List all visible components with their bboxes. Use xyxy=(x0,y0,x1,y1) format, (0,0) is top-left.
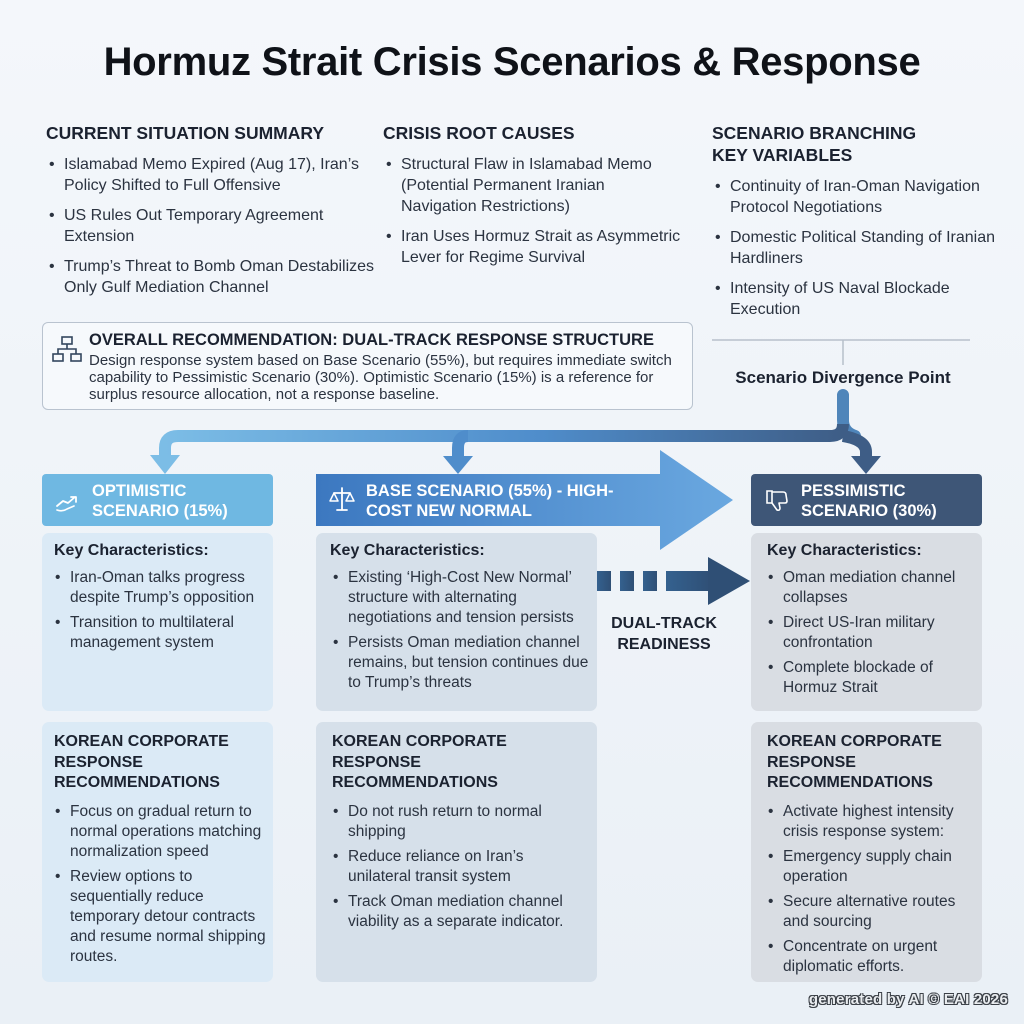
list-item: Reduce reliance on Iran’s unilateral tra… xyxy=(330,847,575,887)
hierarchy-icon xyxy=(52,336,82,362)
list-item: Existing ‘High-Cost New Normal’ structur… xyxy=(330,568,592,628)
list-item: Persists Oman mediation channel remains,… xyxy=(330,633,592,693)
optimistic-banner-label: OPTIMISTIC SCENARIO (15%) xyxy=(92,482,228,520)
response-list: Activate highest intensity crisis respon… xyxy=(765,802,977,982)
base-arrow-head xyxy=(443,456,473,474)
pessimistic-arrow-head xyxy=(851,456,881,474)
response-title: KOREAN CORPORATE RESPONSE RECOMMENDATION… xyxy=(332,733,507,791)
dash-segment xyxy=(597,571,611,591)
scales-icon xyxy=(329,487,355,511)
list-item: Trump’s Threat to Bomb Oman Destabilizes… xyxy=(46,256,381,298)
pessimistic-branch xyxy=(841,430,872,458)
list-item: Iran-Oman talks progress despite Trump’s… xyxy=(52,568,267,608)
key-variables-section: SCENARIO BRANCHING KEY VARIABLES Continu… xyxy=(712,122,997,329)
characteristics-list: Iran-Oman talks progress despite Trump’s… xyxy=(52,568,267,658)
characteristics-list: Oman mediation channel collapses Direct … xyxy=(765,568,977,703)
list-item: Domestic Political Standing of Iranian H… xyxy=(712,227,997,269)
overall-recommendation-box: OVERALL RECOMMENDATION: DUAL-TRACK RESPO… xyxy=(42,322,693,410)
list-item: Continuity of Iran-Oman Navigation Proto… xyxy=(712,176,997,218)
root-causes-section: CRISIS ROOT CAUSES Structural Flaw in Is… xyxy=(383,122,683,277)
list-item: Intensity of US Naval Blockade Execution xyxy=(712,278,997,320)
dash-segment xyxy=(643,571,657,591)
list-item: Structural Flaw in Islamabad Memo (Poten… xyxy=(383,154,683,217)
response-title: KOREAN CORPORATE RESPONSE RECOMMENDATION… xyxy=(767,733,942,791)
handshake-icon xyxy=(56,496,77,512)
list-item: US Rules Out Temporary Agreement Extensi… xyxy=(46,205,381,247)
response-list: Do not rush return to normal shipping Re… xyxy=(330,802,575,937)
list-item: Focus on gradual return to normal operat… xyxy=(52,802,267,862)
list-item: Do not rush return to normal shipping xyxy=(330,802,575,842)
branch-line xyxy=(159,423,849,465)
recommendation-title: OVERALL RECOMMENDATION: DUAL-TRACK RESPO… xyxy=(89,331,654,349)
key-variables-heading: SCENARIO BRANCHING KEY VARIABLES xyxy=(712,123,917,165)
characteristics-title: Key Characteristics: xyxy=(330,542,485,559)
optimistic-arrow-head xyxy=(150,455,180,474)
thumbs-down-icon xyxy=(766,490,788,512)
page-title: Hormuz Strait Crisis Scenarios & Respons… xyxy=(103,40,921,84)
response-list: Focus on gradual return to normal operat… xyxy=(52,802,267,972)
current-situation-list: Islamabad Memo Expired (Aug 17), Iran’s … xyxy=(46,154,381,298)
optimistic-response-panel: KOREAN CORPORATE RESPONSE RECOMMENDATION… xyxy=(42,722,273,982)
key-variables-list: Continuity of Iran-Oman Navigation Proto… xyxy=(712,176,997,320)
pessimistic-response-panel: KOREAN CORPORATE RESPONSE RECOMMENDATION… xyxy=(751,722,982,982)
list-item: Transition to multilateral management sy… xyxy=(52,613,267,653)
dash-segment xyxy=(666,571,712,591)
root-causes-list: Structural Flaw in Islamabad Memo (Poten… xyxy=(383,154,683,268)
list-item: Activate highest intensity crisis respon… xyxy=(765,802,977,842)
list-item: Direct US-Iran military confrontation xyxy=(765,613,977,653)
optimistic-banner: OPTIMISTIC SCENARIO (15%) xyxy=(42,474,273,526)
list-item: Iran Uses Hormuz Strait as Asymmetric Le… xyxy=(383,226,683,268)
list-item: Islamabad Memo Expired (Aug 17), Iran’s … xyxy=(46,154,381,196)
base-branch xyxy=(452,430,469,458)
list-item: Emergency supply chain operation xyxy=(765,847,977,887)
dash-segment xyxy=(620,571,634,591)
root-causes-heading: CRISIS ROOT CAUSES xyxy=(383,123,575,143)
credit-watermark: generated by AI © EAI 2026 xyxy=(808,991,1008,1008)
current-situation-heading: CURRENT SITUATION SUMMARY xyxy=(46,123,325,143)
list-item: Secure alternative routes and sourcing xyxy=(765,892,977,932)
base-banner-label: BASE SCENARIO (55%) - HIGH-COST NEW NORM… xyxy=(366,482,614,520)
characteristics-title: Key Characteristics: xyxy=(767,542,922,559)
pessimistic-banner-label: PESSIMISTIC SCENARIO (30%) xyxy=(801,482,937,520)
divergence-label: Scenario Divergence Point xyxy=(735,368,951,387)
base-scenario-arrow xyxy=(316,450,733,550)
pessimistic-banner: PESSIMISTIC SCENARIO (30%) xyxy=(751,474,982,526)
recommendation-body: Design response system based on Base Sce… xyxy=(89,352,672,403)
list-item: Track Oman mediation channel viability a… xyxy=(330,892,575,932)
list-item: Complete blockade of Hormuz Strait xyxy=(765,658,977,698)
response-title: KOREAN CORPORATE RESPONSE RECOMMENDATION… xyxy=(54,733,229,791)
current-situation-section: CURRENT SITUATION SUMMARY Islamabad Memo… xyxy=(46,122,381,307)
dual-track-label: DUAL-TRACK READINESS xyxy=(611,615,717,653)
base-response-panel: KOREAN CORPORATE RESPONSE RECOMMENDATION… xyxy=(316,722,597,982)
list-item: Concentrate on urgent diplomatic efforts… xyxy=(765,937,977,977)
optimistic-characteristics-panel: Key Characteristics: Iran-Oman talks pro… xyxy=(42,533,273,711)
dual-track-arrow-head xyxy=(708,557,750,605)
characteristics-list: Existing ‘High-Cost New Normal’ structur… xyxy=(330,568,592,698)
base-characteristics-panel: Key Characteristics: Existing ‘High-Cost… xyxy=(316,533,597,711)
list-item: Review options to sequentially reduce te… xyxy=(52,867,267,967)
characteristics-title: Key Characteristics: xyxy=(54,542,209,559)
pessimistic-characteristics-panel: Key Characteristics: Oman mediation chan… xyxy=(751,533,982,711)
list-item: Oman mediation channel collapses xyxy=(765,568,977,608)
